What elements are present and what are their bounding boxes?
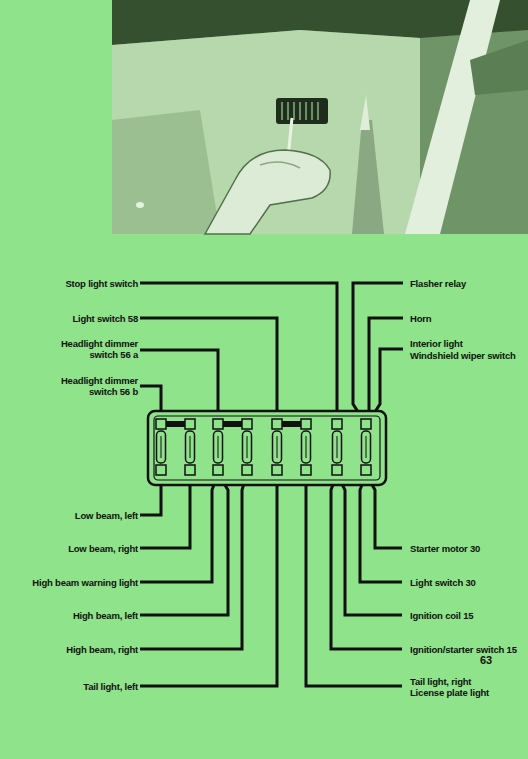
circuit-label: Stop light switch xyxy=(65,278,138,289)
fuse-terminal xyxy=(332,419,342,429)
fuse-terminal xyxy=(213,465,223,475)
bus-bar xyxy=(223,421,242,427)
bus-bar xyxy=(166,421,185,427)
wires xyxy=(140,283,403,686)
circuit-label: Headlight dimmer switch 56 a xyxy=(48,338,138,360)
circuit-label: High beam, left xyxy=(73,610,138,621)
page-number: 63 xyxy=(480,655,492,666)
fuse-terminal xyxy=(301,419,311,429)
fuse xyxy=(186,431,195,463)
circuit-label: High beam, right xyxy=(66,644,138,655)
fuse-terminal xyxy=(361,419,371,429)
fuse-wire xyxy=(218,436,219,458)
fuse-terminal xyxy=(272,419,282,429)
circuit-label: Flasher relay xyxy=(410,278,466,289)
circuit-label: Tail light, right xyxy=(410,676,471,687)
bus-bar xyxy=(282,421,301,427)
circuit-label: Light switch 30 xyxy=(410,577,476,588)
fuse-terminal xyxy=(301,465,311,475)
circuit-label: Light switch 58 xyxy=(72,313,138,324)
fuse xyxy=(273,431,282,463)
circuit-label: Ignition/starter switch 15 xyxy=(410,644,517,655)
fuse xyxy=(243,431,252,463)
circuit-label: Windshield wiper switch xyxy=(410,350,516,361)
fuse xyxy=(214,431,223,463)
fuse-row xyxy=(156,419,371,475)
fuse-wire xyxy=(306,436,307,458)
fuse xyxy=(302,431,311,463)
fuse xyxy=(333,431,342,463)
fuse xyxy=(157,431,166,463)
circuit-label: License plate light xyxy=(410,687,489,698)
fuse-wire xyxy=(190,436,191,458)
fuse-box-photo xyxy=(112,0,528,234)
fuse-terminal xyxy=(332,465,342,475)
circuit-label: Ignition coil 15 xyxy=(410,610,473,621)
fuse-box xyxy=(148,411,386,485)
circuit-label: Interior light xyxy=(410,338,463,349)
fuse xyxy=(362,431,371,463)
fuse-terminal xyxy=(242,465,252,475)
circuit-label: High beam warning light xyxy=(32,577,138,588)
circuit-label: Tail light, left xyxy=(83,681,138,692)
fuse-terminal xyxy=(242,419,252,429)
fuse-terminal xyxy=(361,465,371,475)
fuse-wire xyxy=(277,436,278,458)
fuse-wire xyxy=(337,436,338,458)
circuit-label: Low beam, left xyxy=(75,510,138,521)
circuit-label: Headlight dimmer switch 56 b xyxy=(48,375,138,397)
fuse-wire xyxy=(366,436,367,458)
fuse-terminal xyxy=(156,465,166,475)
circuit-label: Starter motor 30 xyxy=(410,543,480,554)
circuit-label: Horn xyxy=(410,313,431,324)
fuse-terminal xyxy=(213,419,223,429)
fuse-terminal xyxy=(272,465,282,475)
fuse-terminal xyxy=(185,465,195,475)
fuse-wire xyxy=(161,436,162,458)
fuse-terminal xyxy=(156,419,166,429)
fuse-wire xyxy=(247,436,248,458)
fuse-terminal xyxy=(185,419,195,429)
circuit-label: Low beam, right xyxy=(68,543,138,554)
